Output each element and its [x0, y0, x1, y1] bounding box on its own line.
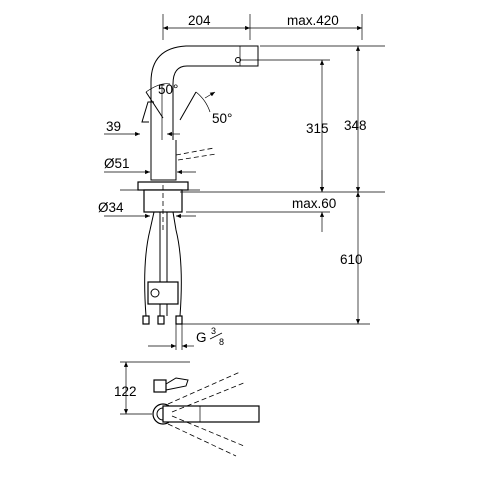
dim-plan-depth: 122 [114, 384, 137, 399]
dim-top-reach: 204 [188, 13, 211, 28]
dim-connection-den: 8 [219, 337, 224, 347]
dim-lever-offset: 39 [106, 119, 121, 134]
dim-spout-height: 315 [306, 121, 329, 136]
dim-angle-left: 50° [158, 82, 178, 97]
dim-hole-diameter: Ø34 [98, 200, 124, 215]
dim-total-height: 348 [344, 118, 367, 133]
dim-connection: G [196, 330, 207, 345]
dim-hose-length: 610 [340, 252, 363, 267]
faucet-side-view [120, 45, 259, 325]
dim-max-reach: max.420 [287, 13, 339, 28]
dim-max-counter: max.60 [292, 196, 336, 211]
faucet-plan-view [152, 371, 260, 457]
dim-connection-num: 3 [211, 326, 216, 336]
dim-angle-right: 50° [212, 111, 232, 126]
dim-body-diameter: Ø51 [104, 156, 130, 171]
